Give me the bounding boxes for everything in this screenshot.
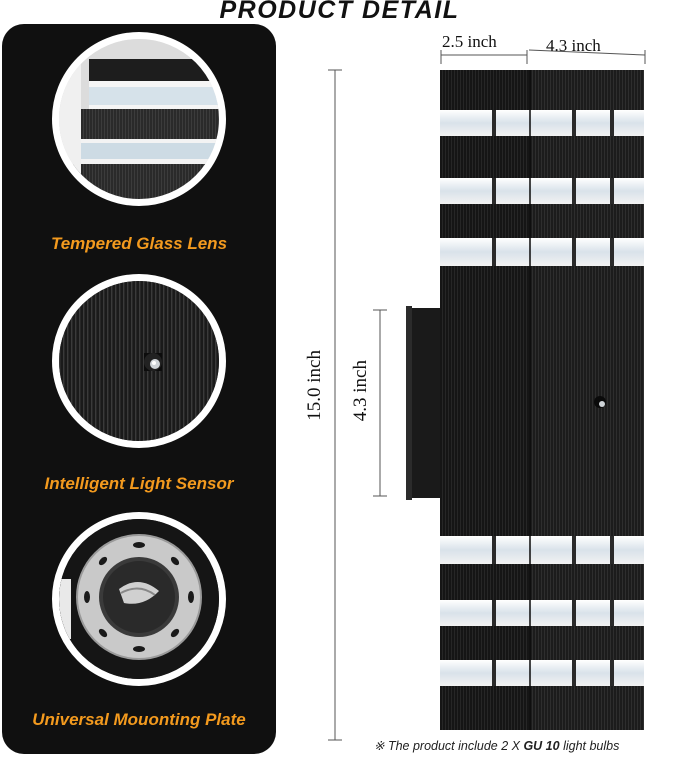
glass-lens-closeup-icon bbox=[52, 32, 226, 206]
wall-light-fixture bbox=[406, 70, 644, 730]
light-sensor-closeup-icon bbox=[52, 274, 226, 448]
feature-label-glass-lens: Tempered Glass Lens bbox=[50, 234, 228, 253]
page-title: PRODUCT DETAIL bbox=[219, 0, 460, 24]
mounting-plate-closeup-icon bbox=[52, 512, 226, 686]
feature-label-light-sensor: Intelligent Light Sensor bbox=[44, 474, 234, 493]
bulb-note: ※ The product include 2 X GU 10 light bu… bbox=[374, 739, 620, 753]
feature-label-mounting-plate: Universal Mouonting Plate bbox=[32, 710, 246, 729]
depth-dimension-label: 2.5 inch bbox=[442, 32, 497, 51]
plate-height-dimension-label: 4.3 inch bbox=[350, 360, 371, 422]
height-dimension-label: 15.0 inch bbox=[304, 350, 325, 421]
width-dimension-label: 4.3 inch bbox=[546, 36, 601, 55]
